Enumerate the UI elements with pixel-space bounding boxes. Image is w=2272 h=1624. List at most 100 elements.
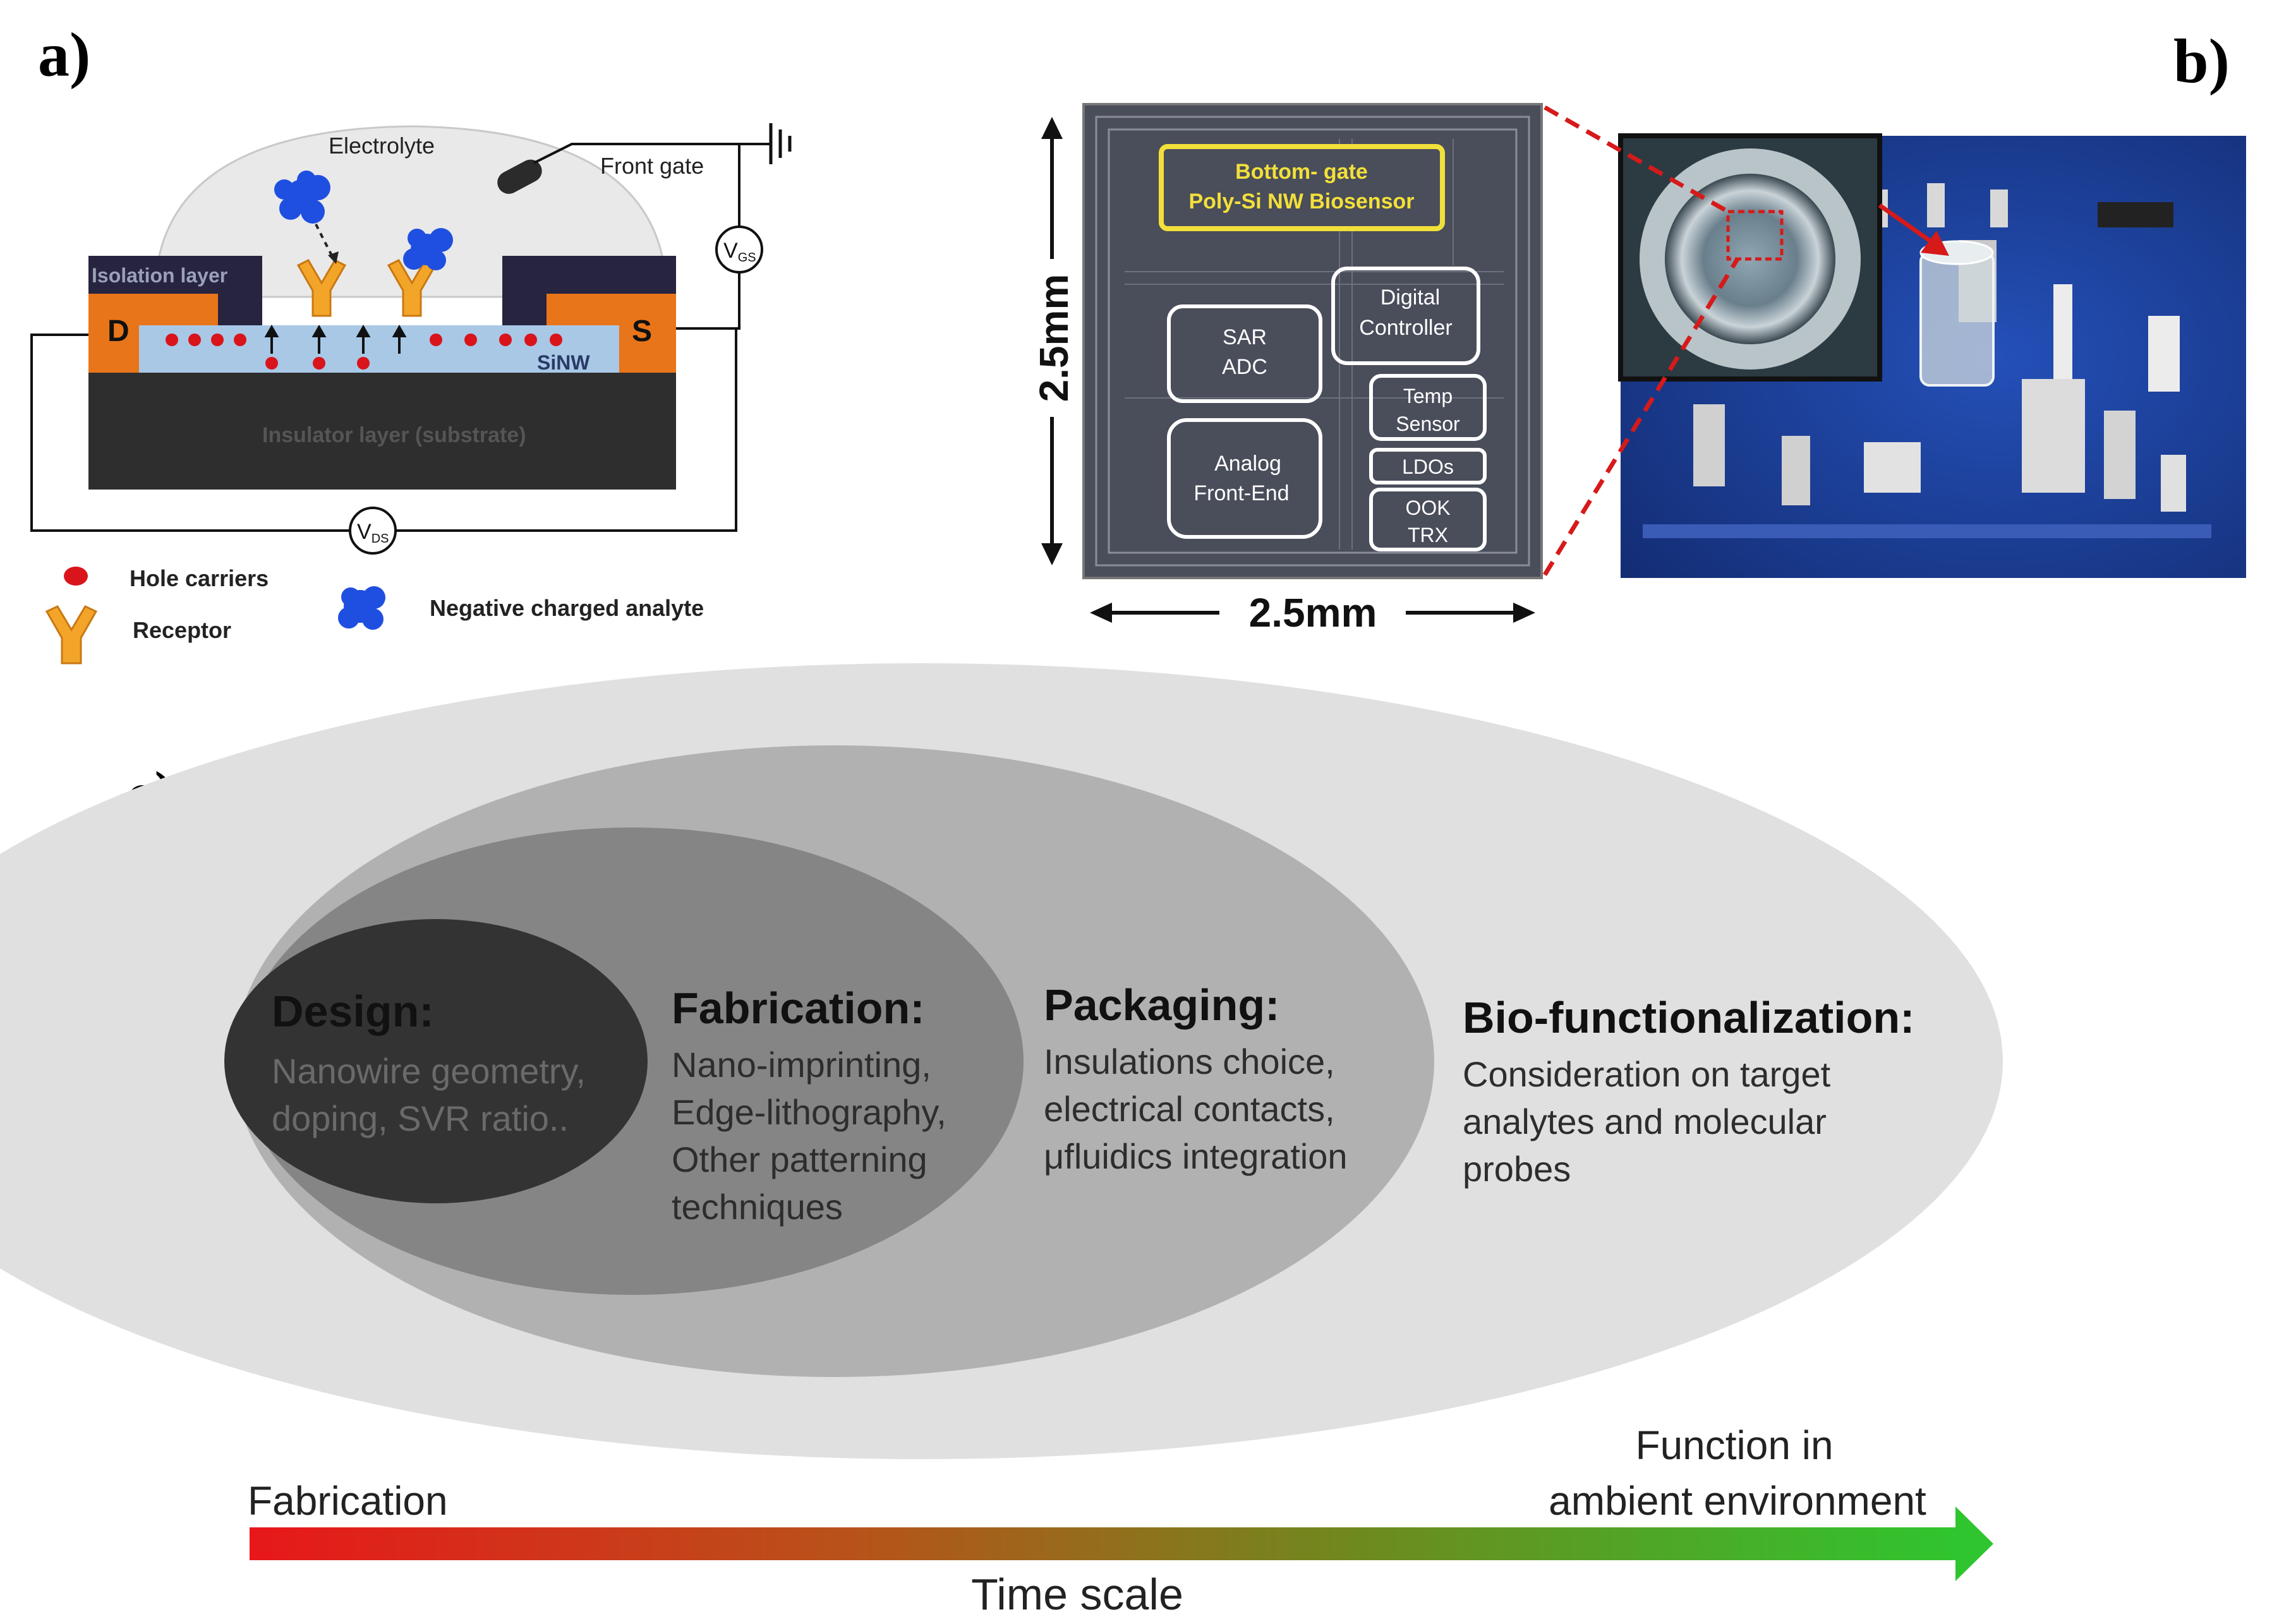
timeline-end-label-1: Function in	[1635, 1423, 1833, 1468]
ground-icon	[769, 123, 792, 164]
ook-trx-label-1: OOK	[1405, 496, 1450, 519]
analog-front-end-label-1: Analog	[1214, 452, 1281, 476]
temp-sensor-block	[1369, 374, 1487, 441]
biosensor-label-2: Poly-Si NW Biosensor	[1188, 189, 1414, 214]
stage-text-packaging: Insulations choice,	[1044, 1042, 1335, 1081]
biosensor-label-1: Bottom- gate	[1235, 160, 1368, 184]
ook-trx-block	[1369, 488, 1487, 551]
drain-label: D	[107, 315, 130, 348]
digital-controller-label-2: Controller	[1359, 316, 1452, 340]
legend-panel-a: Hole carriers Receptor Negative charged …	[45, 565, 704, 665]
isolation-layer-label: Isolation layer	[92, 264, 227, 287]
dimension-label-bg	[1030, 259, 1074, 417]
stage-text-fabrication: Edge-lithography,	[672, 1092, 946, 1132]
panel-c-nested-stages: Design: Nanowire geometry, doping, SVR r…	[0, 663, 2003, 1459]
legend-analyte: Negative charged analyte	[430, 595, 704, 621]
isolation-step-right	[502, 294, 547, 325]
electrolyte-label: Electrolyte	[329, 133, 435, 159]
legend-hole-carriers: Hole carriers	[130, 565, 269, 591]
carrier-arrows	[264, 324, 407, 354]
isolation-step-left	[218, 294, 262, 325]
panel-b-chip-and-board: Bottom- gate Poly-Si NW Biosensor SAR AD…	[1030, 103, 2246, 635]
receptor-icon	[296, 259, 347, 317]
vds-source-icon	[349, 507, 397, 555]
sar-adc-label-2: ADC	[1222, 355, 1267, 379]
timeline: Fabrication Function in ambient environm…	[248, 1423, 1993, 1619]
source-label: S	[632, 315, 652, 348]
stage-text-packaging: electrical contacts,	[1044, 1089, 1335, 1129]
stage-text-fabrication: techniques	[672, 1187, 843, 1227]
hole-carrier-legend-swatch	[64, 567, 88, 586]
front-gate-label: Front gate	[600, 153, 704, 179]
digital-controller-label-1: Digital	[1381, 286, 1440, 310]
vds-label: VDS	[357, 520, 389, 546]
stage-text-packaging: μfluidics integration	[1044, 1136, 1348, 1176]
sar-adc-label-1: SAR	[1223, 325, 1267, 349]
insulator-substrate	[88, 373, 676, 490]
zoom-arrow-line	[1878, 203, 1935, 245]
vgs-source-icon	[715, 226, 763, 274]
dimension-vertical-label: 2.5mm	[1031, 274, 1077, 402]
panel-label-a: a)	[38, 20, 90, 90]
ldos-label: LDOs	[1402, 455, 1454, 478]
stage-text-design: doping, SVR ratio..	[272, 1098, 569, 1138]
sinw-label: SiNW	[537, 351, 590, 374]
timeline-gradient-bar	[250, 1527, 1962, 1560]
analog-front-end-label-2: Front-End	[1193, 481, 1289, 505]
stage-title-design: Design:	[272, 987, 434, 1036]
stage-text-fabrication: Other patterning	[672, 1140, 928, 1179]
fluid-reservoir	[1919, 251, 1995, 387]
isolation-layer-right	[502, 256, 676, 294]
front-gate-electrode	[497, 159, 542, 194]
timeline-arrowhead	[1955, 1507, 1993, 1581]
stage-title-bio-functionalization: Bio-functionalization:	[1463, 993, 1914, 1042]
ook-trx-label-2: TRX	[1408, 524, 1448, 546]
sinw-channel	[139, 325, 619, 373]
dimension-arrowhead	[1090, 603, 1112, 623]
ldos-block	[1369, 448, 1487, 484]
sar-adc-block	[1167, 304, 1322, 403]
stage-text-bio-functionalization: analytes and molecular	[1463, 1102, 1827, 1141]
dimension-horizontal-label: 2.5mm	[1249, 590, 1377, 635]
temp-sensor-label-2: Sensor	[1396, 412, 1460, 435]
dimension-arrowhead	[1513, 603, 1535, 623]
stage-text-bio-functionalization: Consideration on target	[1463, 1054, 1831, 1094]
stage-text-bio-functionalization: probes	[1463, 1149, 1571, 1189]
dimension-arrowhead	[1041, 543, 1063, 565]
stage-text-design: Nanowire geometry,	[272, 1051, 586, 1091]
gate-circuit-wire	[676, 144, 740, 330]
insulator-label: Insulator layer (substrate)	[262, 423, 526, 447]
timeline-start-label: Fabrication	[248, 1478, 448, 1524]
panel-label-b: b)	[2173, 26, 2230, 96]
vgs-label: VGS	[723, 239, 756, 265]
isolation-layer-left	[88, 256, 262, 294]
timeline-axis-label: Time scale	[971, 1570, 1183, 1619]
pcb-components	[1643, 183, 2211, 538]
legend-receptor: Receptor	[133, 617, 231, 643]
analog-front-end-block	[1167, 418, 1322, 539]
biosensor-block	[1159, 144, 1445, 231]
zoom-arrowhead	[1921, 231, 1949, 256]
stage-title-fabrication: Fabrication:	[672, 983, 925, 1033]
analyte-icon	[403, 228, 453, 270]
source-contact	[547, 294, 676, 373]
analyte-legend-icon	[338, 586, 385, 630]
digital-controller-block	[1331, 267, 1480, 365]
binding-arrow	[315, 224, 335, 260]
stage-title-packaging: Packaging:	[1044, 980, 1279, 1030]
zoom-line-bottom	[1543, 258, 1739, 576]
stage-text-fabrication: Nano-imprinting,	[672, 1045, 931, 1085]
ds-circuit-wire	[30, 328, 737, 532]
analyte-icon	[274, 171, 330, 224]
temp-sensor-label-1: Temp	[1403, 385, 1453, 407]
stage-ellipse-design	[224, 919, 648, 1203]
timeline-end-label-2: ambient environment	[1549, 1478, 1926, 1524]
dimension-arrowhead	[1041, 117, 1063, 139]
chip-pad-ring	[1095, 116, 1530, 567]
drain-contact	[88, 294, 218, 373]
front-gate-wire	[533, 143, 771, 164]
receptor-legend-icon	[45, 605, 98, 665]
zoom-line-top	[1544, 105, 1729, 214]
hole-carriers	[166, 334, 562, 370]
